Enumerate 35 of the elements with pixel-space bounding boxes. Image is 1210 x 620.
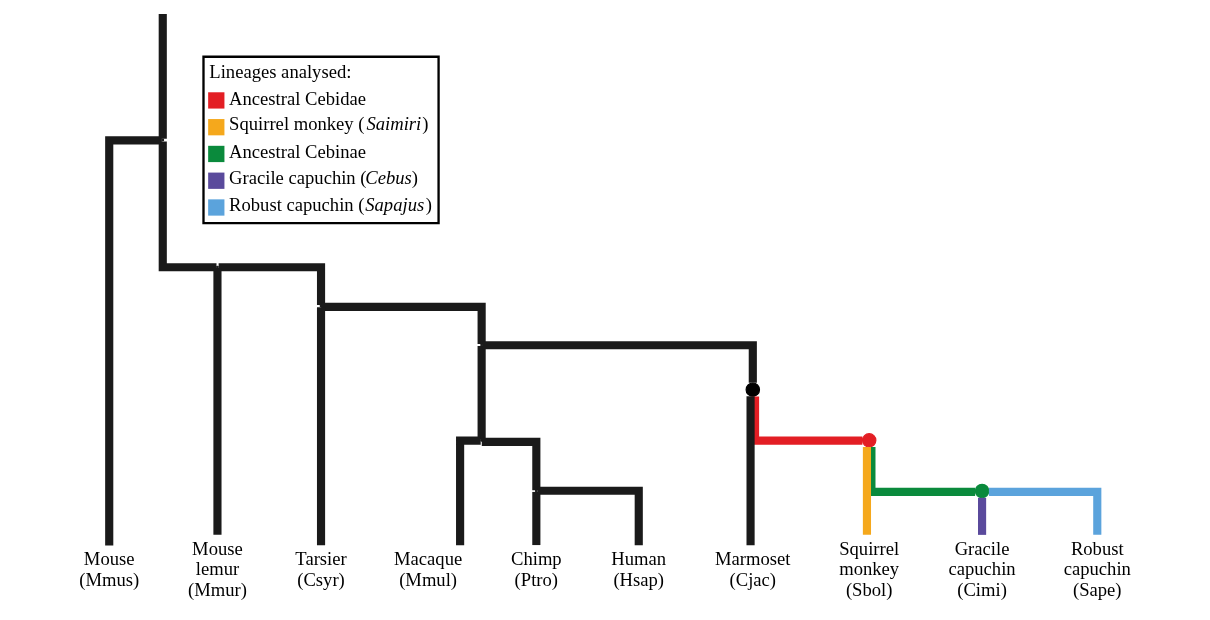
node-circle xyxy=(974,483,990,499)
connector xyxy=(213,268,222,535)
connector xyxy=(862,447,872,535)
node-text: Mouse lemur (Mmur) xyxy=(188,537,247,601)
node-text: Chimp (Ptro) xyxy=(511,547,562,590)
connector xyxy=(158,14,167,139)
node-circle xyxy=(745,382,761,397)
node-text: Human (Hsap) xyxy=(611,547,667,590)
legend-label: Gracile capuchin (Cebus) xyxy=(229,166,419,188)
label: Lineages analysed: xyxy=(209,61,352,83)
node-text: Mouse (Mmus) xyxy=(79,547,140,590)
node-point xyxy=(534,489,538,493)
connector xyxy=(316,307,326,546)
connector xyxy=(988,487,1102,535)
legend-label: Ancestral Cebidae xyxy=(229,87,367,109)
node-point xyxy=(216,265,219,269)
node-point xyxy=(480,438,484,442)
connector xyxy=(746,396,755,546)
legend-label: Squirrel monkey (Saimiri) xyxy=(229,113,429,135)
legend-label: Ancestral Cebinae xyxy=(229,141,367,163)
legend-label: Robust capuchin (Sapajus) xyxy=(229,193,432,215)
node-point xyxy=(319,304,323,308)
connector xyxy=(105,136,162,546)
node-point xyxy=(480,343,484,347)
node-text: Robust capuchin (Sape) xyxy=(1063,537,1131,601)
connector xyxy=(537,486,643,546)
connector xyxy=(978,497,987,535)
node-text: Macaque (Mmul) xyxy=(394,547,463,590)
node-text: Marmoset (Cjac) xyxy=(715,547,791,590)
node-text: Tarsier (Csyr) xyxy=(295,547,347,590)
node-point xyxy=(161,138,165,142)
node-text: Gracile capuchin (Cimi) xyxy=(948,537,1016,601)
connector xyxy=(456,436,481,546)
node-text: Squirrel monkey (Sbol) xyxy=(839,537,900,601)
node-circle xyxy=(861,433,877,448)
